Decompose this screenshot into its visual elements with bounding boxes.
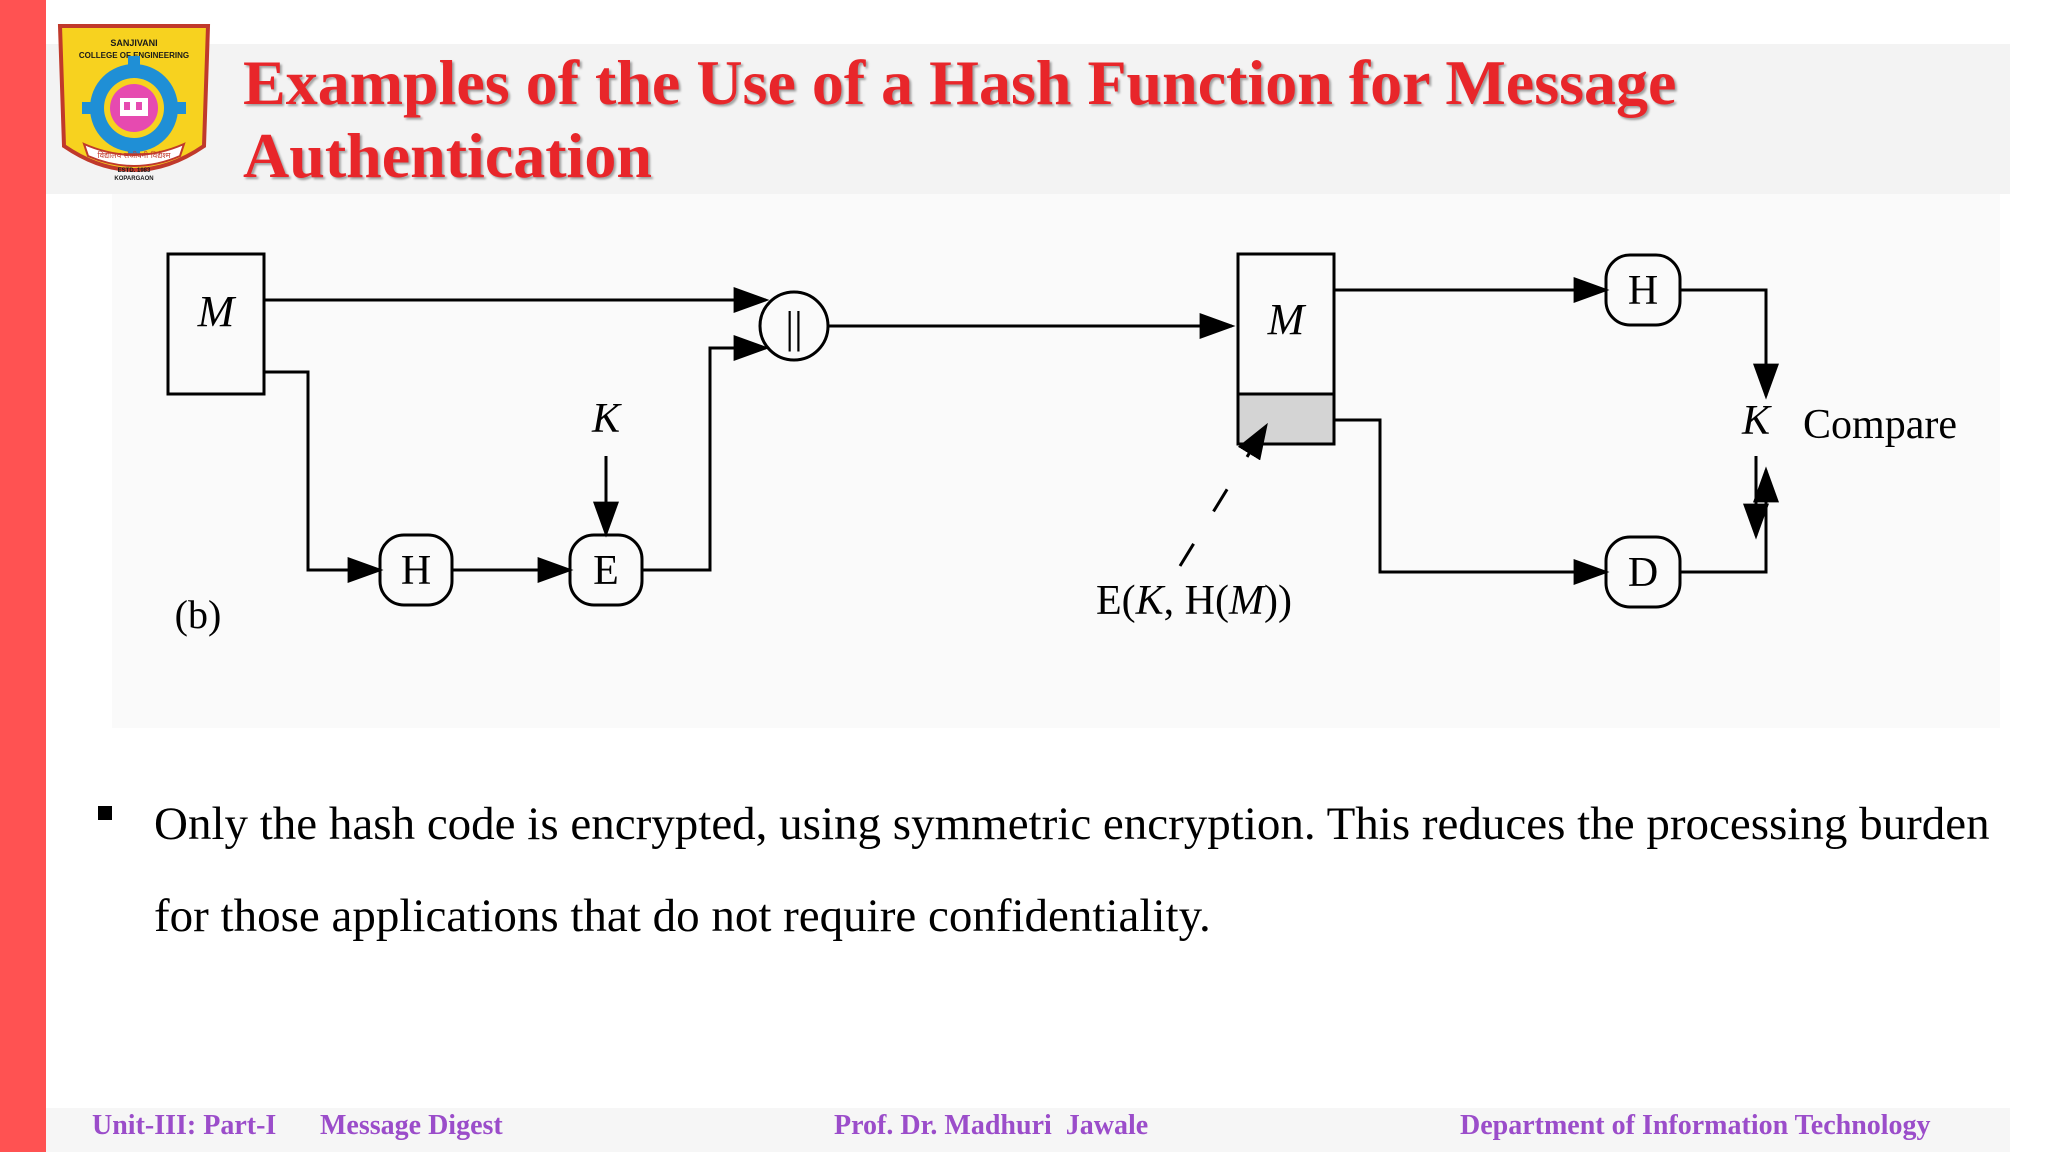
enc-hash-label: E(K, H(M)) — [1096, 578, 1292, 624]
college-logo: SANJIVANI COLLEGE OF ENGINEERING विद्याल… — [54, 16, 214, 194]
logo-place: KOPARGAON — [114, 176, 153, 182]
receiver-message-label: M — [1267, 295, 1307, 344]
sender-message-box — [166, 252, 266, 396]
hash-receiver-label: H — [1628, 268, 1658, 314]
slide-title-line2: Authentication — [243, 120, 652, 191]
decrypt-label: D — [1628, 550, 1658, 596]
footer-unit: Unit-III: Part-I — [92, 1110, 277, 1141]
receiver-hash-block — [1236, 392, 1336, 446]
hash-authentication-diagram: M || H E K (b) M H K D Compare E(K, H(M)… — [166, 252, 1957, 637]
enc-hash-pointer — [1178, 422, 1268, 567]
footer-author: Prof. Dr. Madhuri Jawale — [834, 1110, 1149, 1141]
block-to-decrypt-arrow — [1334, 418, 1610, 585]
bullet-text: Only the hash code is encrypted, using s… — [154, 798, 1990, 942]
hash-to-compare-arrow — [1680, 288, 1779, 400]
encrypt-node — [568, 533, 644, 607]
left-accent-bar — [0, 0, 46, 1152]
sender-message-label: M — [197, 287, 237, 336]
slide-title-line1: Examples of the Use of a Hash Function f… — [243, 47, 1677, 118]
bullet-marker — [98, 806, 112, 820]
key-sender-label: K — [591, 396, 622, 442]
hash-node-sender — [378, 533, 454, 607]
encrypt-label: E — [593, 548, 619, 594]
slide-title: Examples of the Use of a Hash Function f… — [243, 46, 1803, 192]
concat-label: || — [785, 303, 803, 352]
compare-label: Compare — [1803, 402, 1957, 448]
message-to-hash-arrow — [264, 370, 384, 583]
footer-department: Department of Information Technology — [1460, 1110, 1931, 1141]
figure-background — [112, 194, 2000, 728]
footer-band — [46, 1108, 2010, 1152]
decrypt-to-compare-arrow — [1680, 466, 1779, 574]
logo-estd: ESTD. 1983 — [118, 168, 151, 174]
decrypt-node — [1604, 535, 1682, 609]
logo-top-text: SANJIVANI — [110, 38, 157, 48]
hash-node-receiver — [1604, 253, 1682, 327]
hash-sender-label: H — [401, 548, 431, 594]
title-band — [46, 44, 2010, 194]
logo-motto: विद्यालय संजीवनी विद्येश्म — [98, 150, 171, 160]
key-receiver-label: K — [1741, 398, 1772, 444]
panel-label: (b) — [175, 592, 222, 637]
footer-topic: Message Digest — [320, 1110, 503, 1141]
encrypt-to-concat-arrow — [642, 335, 770, 572]
logo-sub-text: COLLEGE OF ENGINEERING — [79, 51, 189, 60]
